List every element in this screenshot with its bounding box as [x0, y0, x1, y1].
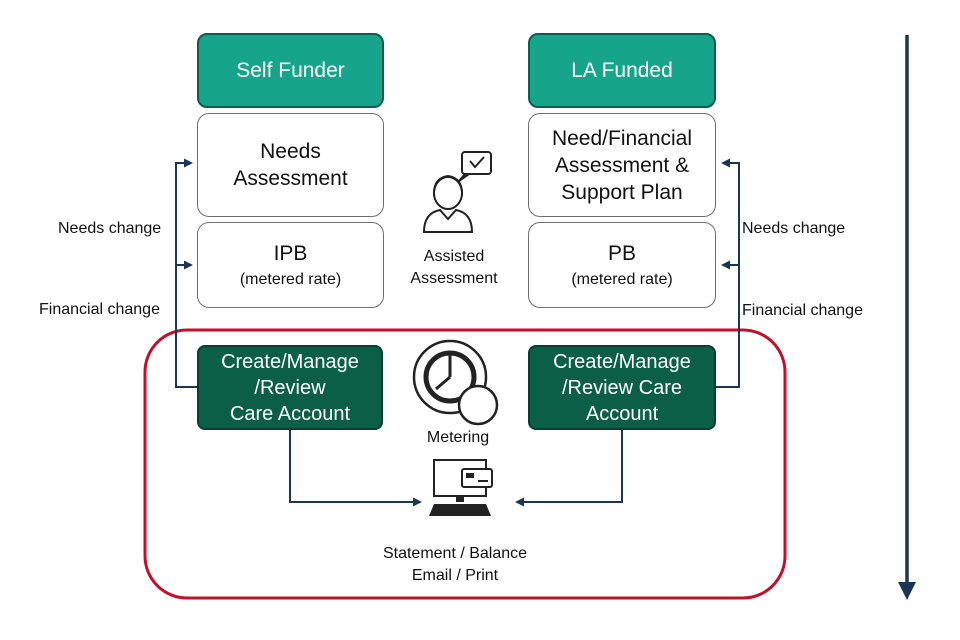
ipb-box: IPB (metered rate) — [197, 222, 384, 308]
statement-output-label: Statement / Balance Email / Print — [355, 543, 555, 587]
statement-line-1: Statement / Balance — [382, 545, 528, 562]
need-financial-assessment-box: Need/Financial Assessment & Support Plan — [528, 113, 716, 217]
need-financial-line-3: Support Plan — [561, 180, 683, 204]
la-funded-account-line-1: Create/Manage — [553, 350, 691, 373]
process-flow-arrow — [898, 35, 916, 600]
la-funded-account-line-3: Account — [585, 402, 659, 425]
assisted-line-2: Assessment — [410, 270, 498, 287]
needs-assessment-line-2: Assessment — [233, 167, 348, 190]
self-funder-label: Self Funder — [236, 58, 345, 82]
self-funder-account-line-3: Care Account — [229, 402, 351, 425]
left-feedback-loop — [175, 158, 197, 388]
la-funded-header: LA Funded — [528, 33, 716, 108]
statement-line-2: Email / Print — [411, 567, 499, 584]
la-funded-care-account-box: Create/Manage /Review Care Account — [528, 345, 716, 430]
la-funded-account-line-2: /Review Care — [561, 376, 683, 399]
right-feedback-loop — [716, 158, 740, 388]
account-to-computer-lines — [289, 430, 623, 507]
self-funder-header: Self Funder — [197, 33, 384, 108]
right-needs-change-label: Needs change — [742, 220, 846, 237]
needs-assessment-line-1: Needs — [260, 140, 321, 163]
self-funder-care-account-box: Create/Manage /Review Care Account — [197, 345, 383, 430]
left-needs-change-label: Needs change — [58, 220, 162, 237]
metering-boundary — [143, 328, 787, 600]
ipb-subtitle: (metered rate) — [239, 270, 342, 288]
need-financial-line-1: Need/Financial — [551, 126, 693, 150]
computer-card-icon — [429, 459, 493, 516]
pb-title: PB — [607, 241, 636, 265]
pb-box: PB (metered rate) — [528, 222, 716, 308]
need-financial-line-2: Assessment & — [554, 153, 690, 177]
self-funder-account-line-1: Create/Manage — [221, 350, 359, 373]
person-with-checklist-icon — [422, 151, 492, 233]
needs-assessment-box: Needs Assessment — [197, 113, 384, 217]
assisted-assessment-label: Assisted Assessment — [398, 246, 510, 290]
clock-meter-icon — [412, 339, 499, 426]
left-financial-change-label: Financial change — [39, 301, 160, 318]
right-financial-change-label: Financial change — [742, 302, 863, 319]
la-funded-label: LA Funded — [571, 58, 673, 82]
ipb-title: IPB — [273, 241, 308, 265]
metering-label: Metering — [426, 429, 490, 446]
assisted-line-1: Assisted — [423, 248, 485, 265]
self-funder-account-line-2: /Review — [254, 376, 326, 399]
pb-subtitle: (metered rate) — [571, 270, 673, 288]
